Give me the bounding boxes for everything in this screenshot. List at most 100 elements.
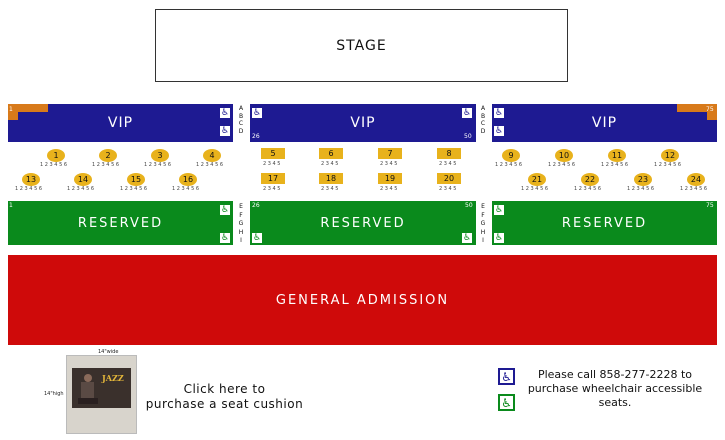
row-letter: A [238,105,244,112]
musician-silhouette-icon [78,374,98,404]
row-letter: I [240,237,242,244]
table-chairs: 2 3 4 5 [321,161,339,167]
table-number: 14 [74,173,92,186]
table-number: 17 [261,173,285,184]
table-number: 5 [261,148,285,159]
table-chairs: 1 2 3 4 5 6 [627,186,655,192]
vip-section-center[interactable]: VIP [250,104,476,142]
table-number: 6 [319,148,343,159]
table-number: 23 [634,173,652,186]
row-letter: E [481,203,485,210]
vip-row-letters-right: A B C D [479,105,487,135]
table-chairs: 1 2 3 4 5 6 [680,186,708,192]
reserved-label: RESERVED [561,215,648,231]
row-letter: H [238,228,244,236]
row-letter: D [238,127,244,135]
wheelchair-info-line2: purchase wheelchair accessible [527,382,703,395]
row-letter: G [480,220,486,227]
cushion-height-label: 14"high [44,391,64,397]
table-chairs: 1 2 3 4 5 6 [15,186,43,192]
reserved-section-right[interactable]: RESERVED [492,201,717,245]
row-letter: D [480,127,486,135]
table-6[interactable]: 6 2 3 4 5 [311,147,351,169]
table-chairs: 1 2 3 4 5 6 [67,186,95,192]
general-admission-section[interactable]: GENERAL ADMISSION [8,255,717,345]
reserved-section-center[interactable]: RESERVED [250,201,476,245]
wheelchair-icon: ♿ [493,125,505,137]
table-chairs: 1 2 3 4 5 6 [196,162,224,168]
row-letter: E [239,203,243,210]
table-number: 20 [437,173,461,184]
table-number: 8 [437,148,461,159]
seat-cushion-image[interactable]: JAZZ [66,355,137,434]
wheelchair-icon: ♿ [493,107,505,119]
table-chairs: 2 3 4 5 [380,186,398,192]
table-chairs: 1 2 3 4 5 6 [495,162,523,168]
vip-row-letters-left: A B C D [237,105,245,135]
table-chairs: 2 3 4 5 [439,186,457,192]
wheelchair-icon: ♿ [461,107,473,119]
row-letter: F [239,211,243,219]
table-chairs: 2 3 4 5 [263,186,281,192]
table-17[interactable]: 17 2 3 4 5 [253,172,293,194]
cushion-brand: JAZZ [102,373,124,383]
row-letter: B [238,112,244,120]
cushion-purchase-link[interactable]: Click here to purchase a seat cushion [142,382,307,412]
row-letter: I [482,237,484,244]
vip-seat-mid-right-number: 50 [464,133,472,140]
wheelchair-icon: ♿ [493,232,505,244]
table-number: 22 [581,173,599,186]
table-number: 13 [22,173,40,186]
reserved-seat-mid-right-number: 50 [465,202,473,209]
vip-corner-right [677,104,717,112]
table-chairs: 1 2 3 4 5 6 [548,162,576,168]
table-18[interactable]: 18 2 3 4 5 [311,172,351,194]
table-19[interactable]: 19 2 3 4 5 [370,172,410,194]
reserved-label: RESERVED [77,215,164,231]
reserved-label: RESERVED [320,215,406,231]
stage: STAGE [155,9,568,82]
wheelchair-purchase-info: Please call 858-277-2228 to purchase whe… [520,368,710,410]
reserved-seat-right-number: 75 [706,202,714,209]
table-number: 1 [47,149,65,162]
table-number: 3 [151,149,169,162]
reserved-section-left[interactable]: RESERVED [8,201,233,245]
table-number: 19 [378,173,402,184]
wheelchair-icon: ♿ [219,125,231,137]
table-number: 10 [555,149,573,162]
table-number: 11 [608,149,626,162]
table-20[interactable]: 20 2 3 4 5 [429,172,469,194]
table-number: 4 [203,149,221,162]
table-chairs: 2 3 4 5 [263,161,281,167]
wheelchair-info-line3: seats. [598,396,632,409]
cushion-caption-line2: purchase a seat cushion [145,397,304,411]
table-chairs: 2 3 4 5 [321,186,339,192]
wheelchair-reserved-legend-icon: ♿ [498,394,515,411]
table-number: 2 [99,149,117,162]
vip-seat-right-number: 75 [706,106,714,113]
table-chairs: 1 2 3 4 5 6 [40,162,68,168]
table-number: 9 [502,149,520,162]
table-5[interactable]: 5 2 3 4 5 [253,147,293,169]
vip-label: VIP [107,115,134,131]
table-number: 18 [319,173,343,184]
wheelchair-icon: ♿ [251,232,263,244]
